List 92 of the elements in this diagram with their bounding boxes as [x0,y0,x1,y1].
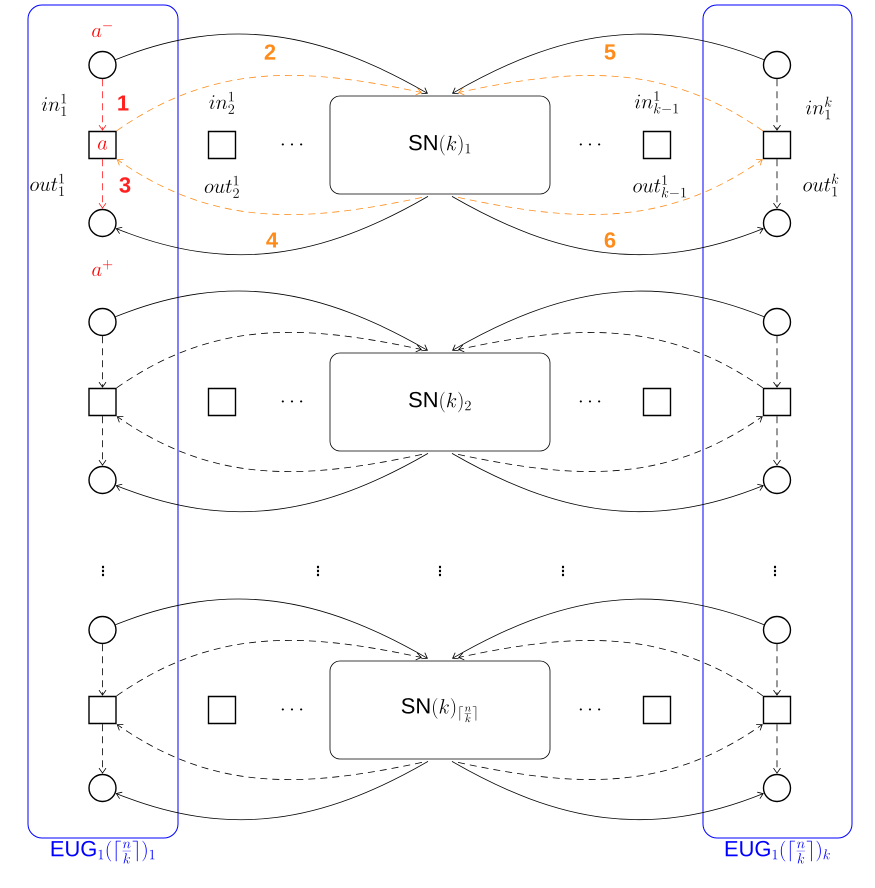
ellipsis: $\cdots$ [580,143,600,146]
edge-label: 3 [118,176,132,194]
port-circle [88,208,117,238]
arrow [458,159,763,215]
arrow [116,159,422,215]
ellipsis: $\vdots$ [316,566,320,576]
port-square [642,130,672,160]
arrow [458,724,763,780]
arrow [116,724,422,780]
arrow [452,761,764,820]
arrow [452,34,764,94]
ellipsis: $\vdots$ [774,566,776,576]
arrow [773,644,781,696]
port-circle [88,466,117,494]
arrow [116,416,422,472]
ellipsis: $\cdots$ [282,400,302,403]
port-circle [88,308,117,336]
ellipsis: $\cdots$ [580,708,600,711]
port-square [88,696,117,724]
port-label: $out_1^k$ [803,174,838,196]
arrow [116,761,428,820]
arrow [458,640,764,696]
arrow [458,332,764,388]
arrow [452,196,764,255]
network-box: $\mathsf{SN}(k)_2$ [330,352,550,452]
port-square [762,130,792,160]
edge-label: 5 [602,43,618,61]
port-label: $out_2^1$ [204,176,239,198]
network-box: $\mathsf{SN}(k)_1$ [330,96,550,194]
port-circle [88,616,117,644]
port-label: $in_1^k$ [806,96,832,120]
port-square: $a$ [88,130,117,160]
node-label: $\mathsf{EUG}_1(\lceil\frac{n}{k}\rceil)_k$ [726,840,830,864]
arrow [115,34,428,94]
port-square [762,388,792,416]
ellipsis: $\vdots$ [438,566,442,576]
port-circle [762,466,792,494]
port-circle [762,208,792,238]
arrow [98,158,106,209]
port-circle [88,50,117,80]
arrow [98,644,106,696]
edge-label: 2 [262,43,278,61]
port-circle [762,616,792,644]
port-label: $in_{k-1}^1$ [634,91,678,114]
edge-label: 1 [116,94,130,112]
arrow [116,75,422,132]
arrow [116,332,422,388]
port-label: $a^{+}$ [92,260,112,276]
port-circle [762,50,792,80]
edge-label: 6 [602,231,618,249]
arrow [773,724,781,774]
ellipsis: $\cdots$ [282,143,302,146]
arrow [116,453,428,512]
port-square [762,696,792,724]
arrow [116,640,422,696]
arrow [115,290,428,352]
node-label: $\mathsf{EUG}_1(\lceil\frac{n}{k}\rceil)_1$ [52,840,155,864]
arrow [98,78,106,131]
arrow [452,598,764,660]
network-box: $\mathsf{SN}(k)_{\lceil\frac{n}{k}\rceil}$ [330,660,550,760]
arrow [452,290,764,352]
arrow [773,336,781,388]
port-square [208,696,236,724]
port-square [642,388,672,416]
edge-label: 4 [264,231,280,249]
port-circle [88,774,117,802]
ellipsis: $\vdots$ [102,566,104,576]
arrow [115,598,428,660]
arrow [773,158,781,209]
arrow [98,336,106,388]
ellipsis: $\cdots$ [580,400,600,403]
port-label: $out_{k-1}^1$ [633,175,686,198]
port-square [208,388,236,416]
arrow [458,75,764,132]
arrow [116,196,428,255]
port-square [88,388,117,416]
port-circle [762,308,792,336]
ellipsis: $\cdots$ [282,708,302,711]
arrow [458,416,763,472]
arrow [452,453,764,512]
port-label: $a^{-}$ [92,26,112,38]
arrow [98,724,106,774]
arrow [98,416,106,466]
port-square [642,696,672,724]
port-label: $out_1^1$ [30,174,64,196]
arrow [773,416,781,466]
arrow [773,78,781,131]
port-label: $in_1^1$ [42,94,66,116]
port-circle [762,774,792,802]
port-square [208,130,236,160]
ellipsis: $\vdots$ [562,566,564,576]
port-label: $in_2^1$ [209,92,234,114]
